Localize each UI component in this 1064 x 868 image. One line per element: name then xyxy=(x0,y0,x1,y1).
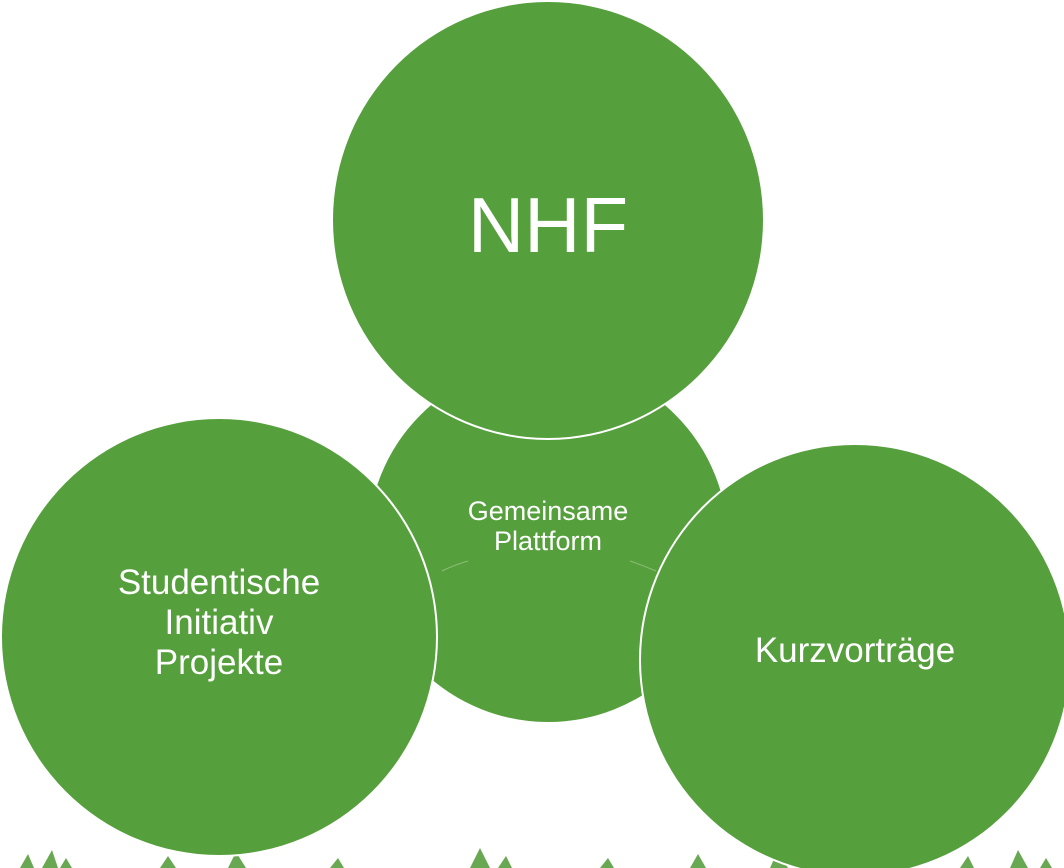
right-circle: Kurzvorträge xyxy=(639,443,1064,868)
left-circle-label: Studentische Initiativ Projekte xyxy=(117,562,321,683)
top-circle: NHF xyxy=(331,0,765,440)
top-circle-label: NHF xyxy=(467,181,629,270)
connector-right xyxy=(629,560,657,572)
connector-left xyxy=(441,560,469,572)
right-circle-label: Kurzvorträge xyxy=(754,631,956,670)
center-circle-label: Gemeinsame Plattform xyxy=(467,496,629,557)
left-circle: Studentische Initiativ Projekte xyxy=(0,417,438,857)
